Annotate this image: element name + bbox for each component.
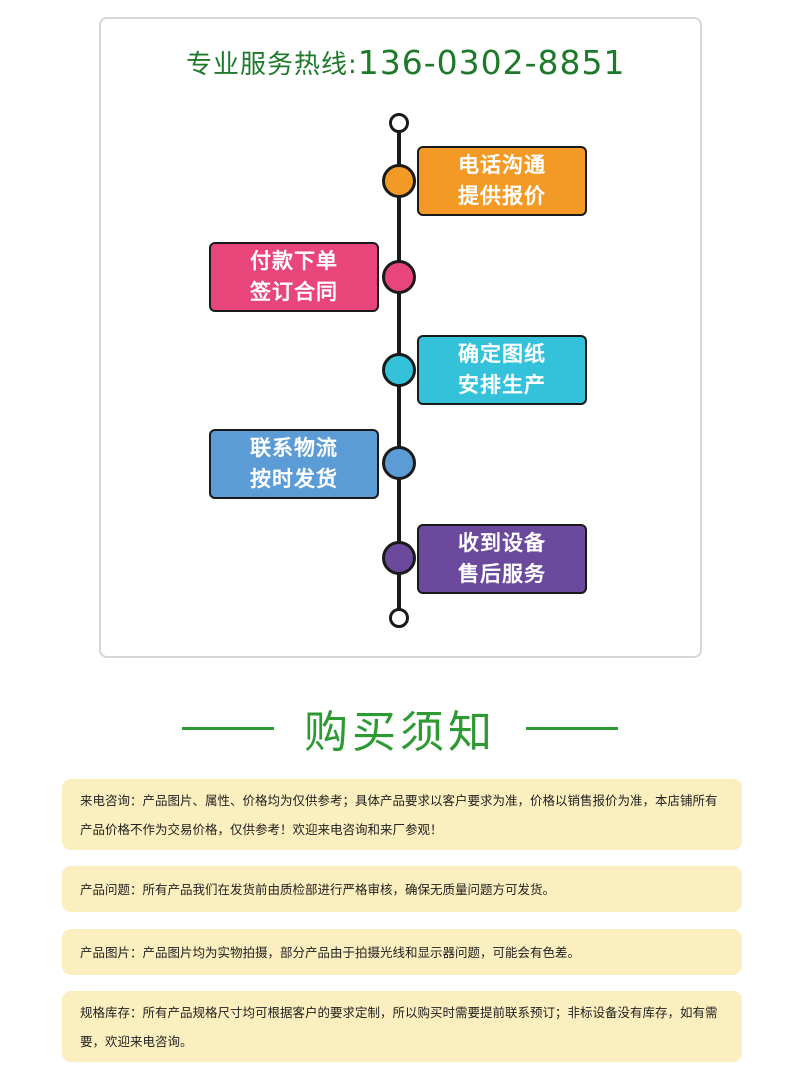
step-1-dot: [382, 164, 416, 198]
step-3-line1: 确定图纸: [458, 342, 546, 366]
step-3-dot: [382, 353, 416, 387]
notice-text: 规格库存：所有产品规格尺寸均可根据客户的要求定制，所以购买时需要提前联系预订；非…: [80, 1004, 718, 1049]
timeline-end-dot: [389, 608, 409, 628]
step-2-dot: [382, 260, 416, 294]
step-2-box: 付款下单 签订合同: [209, 242, 379, 312]
heading-left-rule: [182, 726, 274, 730]
hotline-number[interactable]: 136-0302-8851: [357, 42, 626, 82]
step-5-line1: 收到设备: [458, 531, 546, 555]
step-4-box: 联系物流 按时发货: [209, 429, 379, 499]
notice-item: 产品图片：产品图片均为实物拍摄，部分产品由于拍摄光线和显示器问题，可能会有色差。: [62, 929, 742, 975]
step-5-box: 收到设备 售后服务: [417, 524, 587, 594]
timeline-start-dot: [389, 113, 409, 133]
step-2-line1: 付款下单: [250, 249, 338, 273]
notice-text: 产品问题：所有产品我们在发货前由质检部进行严格审核，确保无质量问题方可发货。: [80, 881, 556, 897]
notice-item: 规格库存：所有产品规格尺寸均可根据客户的要求定制，所以购买时需要提前联系预订；非…: [62, 991, 742, 1062]
hotline-label: 专业服务热线:: [186, 49, 358, 80]
step-1-line1: 电话沟通: [458, 153, 546, 177]
step-3-line2: 安排生产: [458, 373, 546, 397]
step-1-box: 电话沟通 提供报价: [417, 146, 587, 216]
notice-item: 产品问题：所有产品我们在发货前由质检部进行严格审核，确保无质量问题方可发货。: [62, 866, 742, 912]
notice-text: 来电咨询：产品图片、属性、价格均为仅供参考；具体产品要求以客户要求为准，价格以销…: [80, 792, 718, 837]
purchase-notice-heading: 购买须知: [0, 700, 800, 758]
step-3-box: 确定图纸 安排生产: [417, 335, 587, 405]
notice-text: 产品图片：产品图片均为实物拍摄，部分产品由于拍摄光线和显示器问题，可能会有色差。: [80, 944, 581, 960]
notice-item: 来电咨询：产品图片、属性、价格均为仅供参考；具体产品要求以客户要求为准，价格以销…: [62, 779, 742, 850]
service-hotline: 专业服务热线: 136-0302-8851: [186, 40, 626, 84]
step-2-line2: 签订合同: [250, 280, 338, 304]
heading-text: 购买须知: [304, 707, 496, 758]
heading-right-rule: [526, 726, 618, 730]
step-5-dot: [382, 541, 416, 575]
step-4-line2: 按时发货: [250, 467, 338, 491]
step-5-line2: 售后服务: [458, 562, 546, 586]
step-4-dot: [382, 446, 416, 480]
step-1-line2: 提供报价: [458, 184, 546, 208]
step-4-line1: 联系物流: [250, 436, 338, 460]
